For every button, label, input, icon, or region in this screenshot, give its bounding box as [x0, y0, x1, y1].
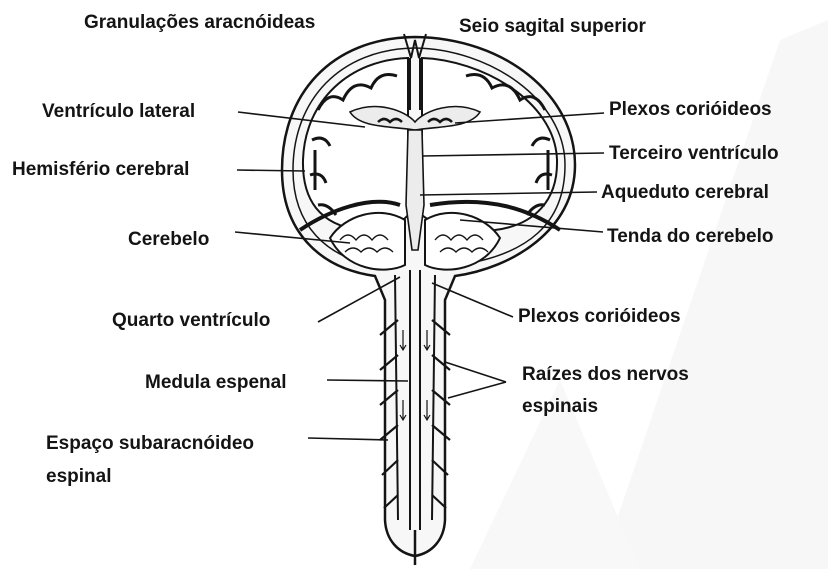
label-espaco-line2: espinal: [46, 466, 111, 488]
label-plexos-corioideos-bottom: Plexos corióideos: [518, 306, 681, 328]
label-hemisferio-cerebral: Hemisfério cerebral: [12, 159, 189, 181]
label-raizes-line2: espinais: [522, 396, 598, 418]
label-plexos-corioideos-top: Plexos corióideos: [609, 99, 772, 121]
label-aqueduto-cerebral: Aqueduto cerebral: [601, 182, 769, 204]
label-granulacoes-aracnoideas: Granulações aracnóideas: [84, 12, 315, 34]
label-ventriculo-lateral: Ventrículo lateral: [42, 101, 195, 123]
label-espaco-line1: Espaço subaracnóideo: [46, 433, 254, 455]
label-cerebelo: Cerebelo: [128, 229, 209, 251]
label-terceiro-ventriculo: Terceiro ventrículo: [609, 143, 779, 165]
label-medula-espenal: Medula espenal: [145, 372, 287, 394]
label-seio-sagital-superior: Seio sagital superior: [459, 16, 646, 38]
label-raizes-line1: Raízes dos nervos: [522, 364, 689, 386]
label-tenda-do-cerebelo: Tenda do cerebelo: [607, 226, 773, 248]
label-quarto-ventriculo: Quarto ventrículo: [112, 310, 270, 332]
